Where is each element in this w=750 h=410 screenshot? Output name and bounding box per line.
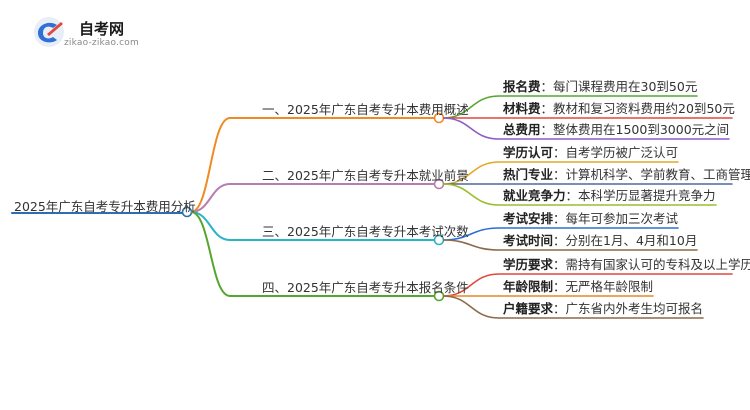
branch-label-2: 二、2025年广东自考专升本就业前景 [262, 168, 469, 183]
branch-label-4: 四、2025年广东自考专升本报名条件 [262, 280, 469, 295]
leaf-separator: ： [553, 145, 566, 160]
leaf-node-4-1: 学历要求：需持有国家认可的专科及以上学历 [503, 257, 750, 273]
leaf-node-2-1: 学历认可：自考学历被广泛认可 [503, 145, 678, 161]
leaf-node-1-1: 报名费：每门课程费用在30到50元 [503, 79, 697, 95]
leaf-key: 户籍要求 [503, 301, 554, 316]
leaf-key: 学历认可 [503, 145, 554, 160]
leaf-value: 自考学历被广泛认可 [565, 145, 679, 160]
logo-mark-icon [34, 17, 64, 47]
leaf-node-3-2: 考试时间：分别在1月、4月和10月 [503, 233, 697, 249]
branch-connector-1 [190, 117, 231, 213]
leaf-connector-1-3 [442, 117, 500, 140]
leaf-separator: ： [540, 122, 554, 137]
leaf-value: 分别在1月、4月和10月 [565, 233, 698, 248]
leaf-node-4-3: 户籍要求：广东省内外考生均可报名 [503, 301, 703, 317]
leaf-separator: ： [565, 188, 579, 203]
branch-connector-2 [190, 183, 231, 213]
leaf-value: 无严格年龄限制 [565, 279, 654, 294]
leaf-value: 本科学历显著提升竞争力 [578, 188, 716, 203]
leaf-key: 年龄限制 [503, 279, 554, 294]
leaf-node-2-2: 热门专业：计算机科学、学前教育、工商管理 [503, 167, 750, 183]
leaf-key: 考试时间 [503, 233, 554, 248]
leaf-separator: ： [553, 233, 566, 248]
leaf-node-2-3: 就业竞争力：本科学历显著提升竞争力 [503, 188, 716, 204]
leaf-connector-4-3 [442, 295, 500, 319]
branch-label-3: 三、2025年广东自考专升本考试次数 [262, 224, 469, 239]
leaf-separator: ： [553, 257, 566, 272]
branch-connector-4 [190, 211, 231, 297]
leaf-node-3-1: 考试安排：每年可参加三次考试 [503, 211, 678, 227]
leaf-value: 每年可参加三次考试 [565, 211, 679, 226]
leaf-key: 材料费 [503, 101, 541, 116]
leaf-node-1-3: 总费用：整体费用在1500到3000元之间 [503, 122, 729, 138]
leaf-separator: ： [553, 301, 566, 316]
leaf-value: 需持有国家认可的专科及以上学历 [565, 257, 750, 272]
root-node-label: 2025年广东自考专升本费用分析 [14, 199, 196, 214]
leaf-connector-3-2 [442, 239, 500, 251]
leaf-value: 整体费用在1500到3000元之间 [553, 122, 730, 137]
leaf-key: 热门专业 [503, 167, 554, 182]
leaf-value: 每门课程费用在30到50元 [553, 79, 698, 94]
logo-subtitle: zikao-zikao.com [64, 38, 139, 48]
leaf-node-1-2: 材料费：教材和复习资料费用约20到50元 [503, 101, 735, 117]
leaf-separator: ： [540, 101, 554, 116]
leaf-separator: ： [553, 279, 566, 294]
leaf-connector-2-3 [442, 183, 500, 206]
leaf-separator: ： [553, 167, 566, 182]
logo-title: 自考网 [79, 20, 125, 38]
leaf-key: 报名费 [503, 79, 541, 94]
leaf-key: 总费用 [503, 122, 541, 137]
leaf-separator: ： [553, 211, 566, 226]
leaf-key: 学历要求 [503, 257, 554, 272]
leaf-value: 计算机科学、学前教育、工商管理 [565, 167, 750, 182]
leaf-value: 广东省内外考生均可报名 [565, 301, 704, 316]
branch-label-1: 一、2025年广东自考专升本费用概述 [262, 102, 469, 117]
leaf-key: 就业竞争力 [503, 188, 566, 203]
leaf-node-4-2: 年龄限制：无严格年龄限制 [503, 279, 653, 295]
leaf-key: 考试安排 [503, 211, 554, 226]
leaf-value: 教材和复习资料费用约20到50元 [553, 101, 735, 116]
leaf-separator: ： [540, 79, 554, 94]
